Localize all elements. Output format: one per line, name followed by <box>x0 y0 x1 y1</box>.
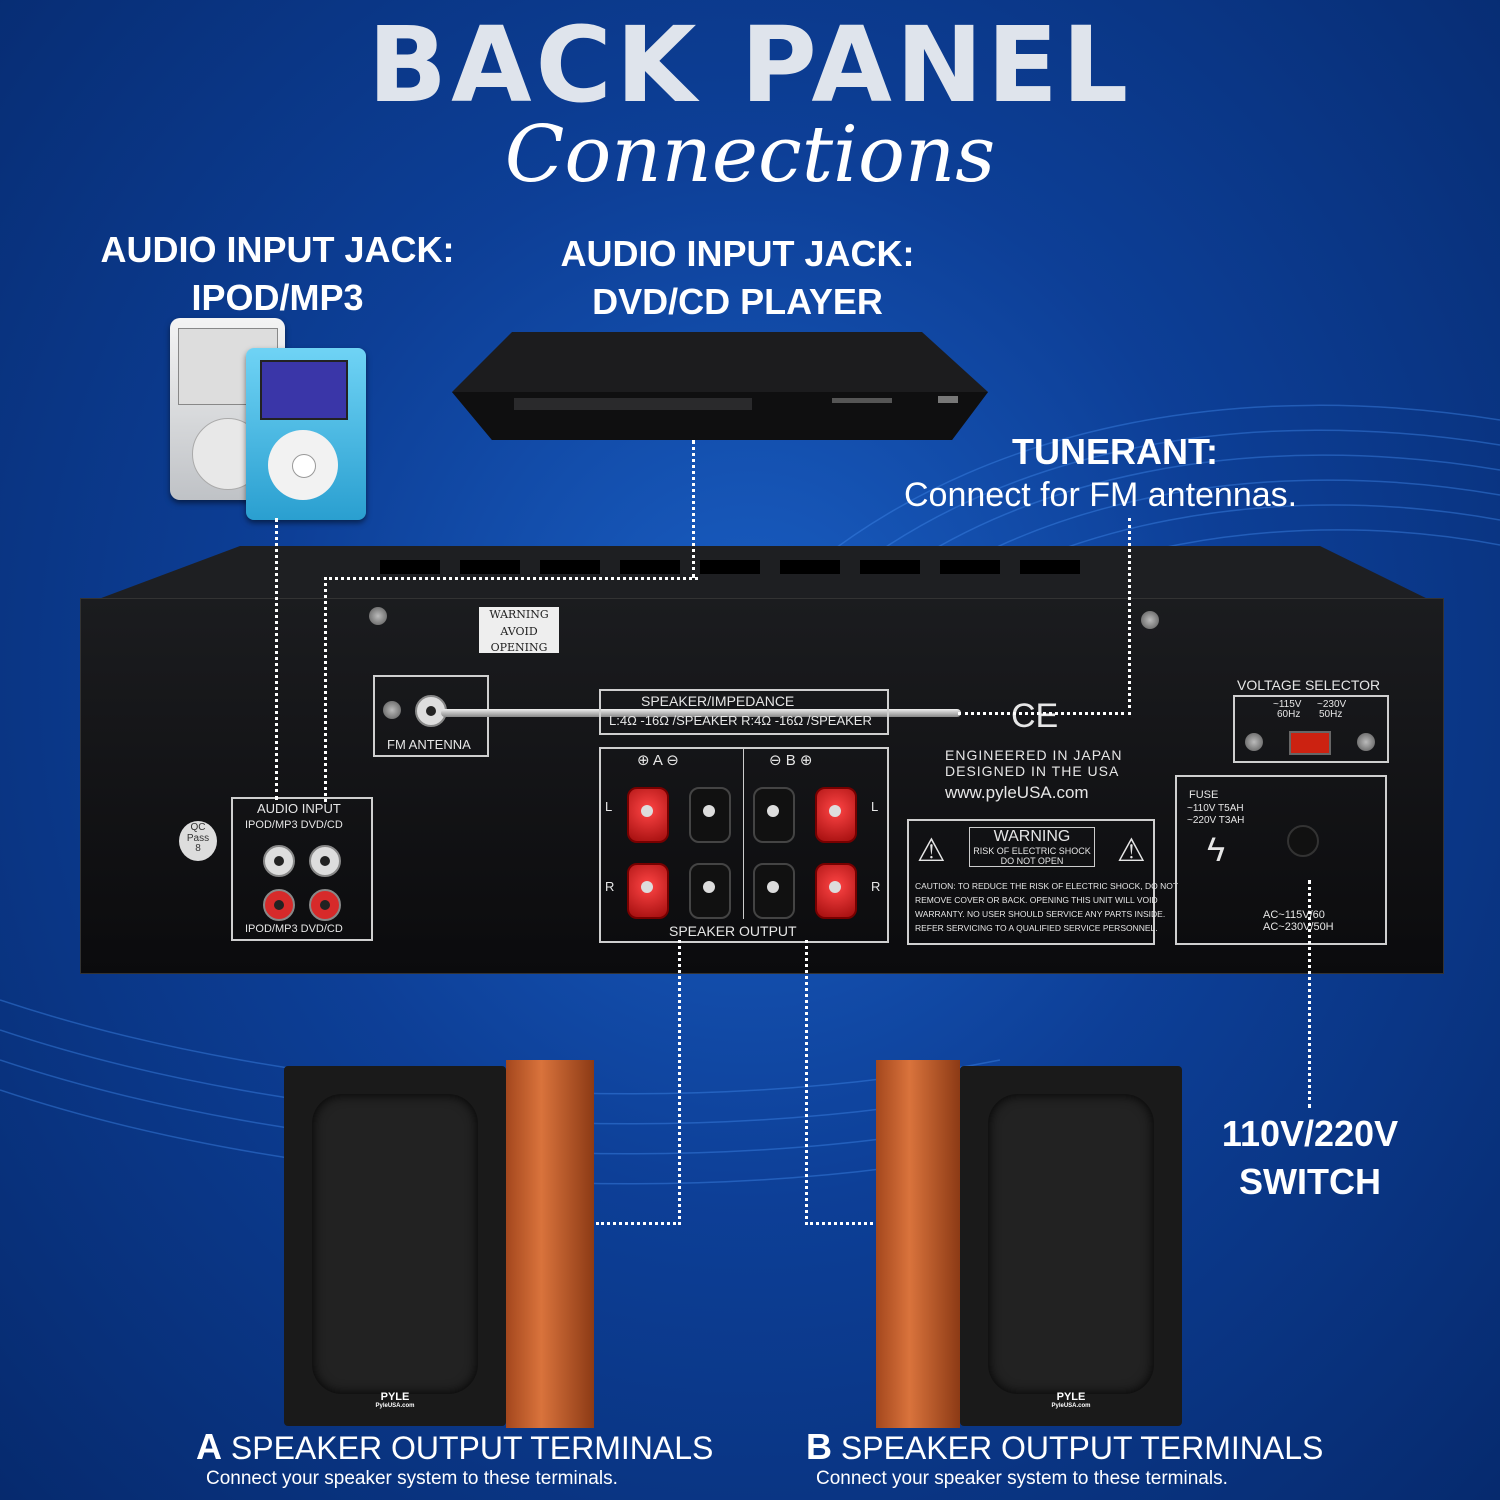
amplifier-top-vents <box>80 546 1442 606</box>
dvd-input-right[interactable] <box>309 889 341 921</box>
speaker-output-box: ⊕ A ⊖ ⊖ B ⊕ L R L R SPEAKER OUTPUT <box>599 747 889 943</box>
speaker-a: PYLE PyleUSA.com <box>284 1060 594 1428</box>
dvd-player-device <box>452 332 988 440</box>
voltage-selector-label: VOLTAGE SELECTOR <box>1237 677 1381 693</box>
dvd-jack-callout: AUDIO INPUT JACK: DVD/CD PLAYER <box>540 230 935 325</box>
speaker-b-title: B SPEAKER OUTPUT TERMINALS <box>806 1426 1324 1467</box>
voltage-switch-line2: SWITCH <box>1239 1160 1381 1202</box>
dvd-input-left[interactable] <box>309 845 341 877</box>
page-subtitle: Connections <box>504 110 996 200</box>
terminal-b-left-neg[interactable] <box>753 787 795 843</box>
warning-sticker: WARNING AVOID OPENING <box>479 607 559 654</box>
warning-triangle-icon: ⚠ <box>917 832 946 868</box>
exclamation-triangle-icon: ⚠ <box>1117 832 1146 868</box>
connector-ipod <box>275 518 278 800</box>
page-title: BACK PANEL <box>367 4 1133 126</box>
channel-b-label: ⊖ B ⊕ <box>769 752 813 769</box>
audio-input-label: AUDIO INPUT <box>257 801 341 816</box>
power-cord-socket <box>1287 825 1319 857</box>
fm-antenna-box: FM ANTENNA <box>373 675 489 757</box>
tuner-title: TUNERANT: <box>1012 431 1218 472</box>
speaker-b: PYLE PyleUSA.com <box>876 1060 1182 1428</box>
warning-box: ⚠ ⚠ WARNING RISK OF ELECTRIC SHOCK DO NO… <box>907 819 1178 945</box>
terminal-a-right-pos[interactable] <box>627 863 669 919</box>
fm-antenna-label: FM ANTENNA <box>387 737 471 752</box>
impedance-title: SPEAKER/IMPEDANCE <box>641 693 795 709</box>
voltage-selector-box: ~115V 60Hz ~230V 50Hz <box>1233 695 1389 763</box>
ipod-input-left[interactable] <box>263 845 295 877</box>
speaker-a-title: A SPEAKER OUTPUT TERMINALS <box>196 1426 714 1467</box>
channel-a-label: ⊕ A ⊖ <box>637 752 679 769</box>
connector-dvd <box>324 577 698 802</box>
ipod-jack-callout: AUDIO INPUT JACK: IPOD/MP3 <box>80 226 475 321</box>
impedance-values: L:4Ω -16Ω /SPEAKER R:4Ω -16Ω /SPEAKER <box>609 713 872 728</box>
dvd-jack-line2: DVD/CD PLAYER <box>592 280 883 322</box>
speaker-b-desc: Connect your speaker system to these ter… <box>816 1468 1228 1489</box>
terminal-b-right-neg[interactable] <box>753 863 795 919</box>
connector-speaker-a <box>596 940 681 1225</box>
speaker-output-label: SPEAKER OUTPUT <box>669 923 797 939</box>
impedance-box: SPEAKER/IMPEDANCE L:4Ω -16Ω /SPEAKER R:4… <box>599 689 889 735</box>
speaker-a-desc: Connect your speaker system to these ter… <box>206 1468 618 1489</box>
ipod-jack-line1: AUDIO INPUT JACK: <box>100 229 455 270</box>
ipod-jack-line2: IPOD/MP3 <box>191 276 364 318</box>
speaker-b-logo: PYLE PyleUSA.com <box>1051 1391 1091 1410</box>
audio-input-box: AUDIO INPUT IPOD/MP3 DVD/CD IPOD/MP3 DVD… <box>231 797 373 941</box>
ipod-input-right[interactable] <box>263 889 295 921</box>
voltage-switch-line1: 110V/220V <box>1221 1113 1399 1154</box>
mp3-player-device <box>246 348 366 520</box>
speaker-a-logo: PYLE PyleUSA.com <box>375 1391 415 1410</box>
terminal-a-left-pos[interactable] <box>627 787 669 843</box>
connector-voltage <box>1308 880 1311 1108</box>
connector-speaker-b <box>805 940 890 1225</box>
power-box: FUSE ~110V T5AH ~220V T3AH ϟ AC~115V/60 … <box>1175 775 1387 945</box>
connector-tuner <box>958 518 1131 715</box>
lightning-icon: ϟ <box>1207 831 1225 869</box>
dvd-jack-line1: AUDIO INPUT JACK: <box>560 233 915 274</box>
warning-title: WARNING <box>993 828 1071 845</box>
terminal-b-right-pos[interactable] <box>815 863 857 919</box>
voltage-switch[interactable] <box>1289 731 1331 755</box>
terminal-a-right-neg[interactable] <box>689 863 731 919</box>
terminal-a-left-neg[interactable] <box>689 787 731 843</box>
terminal-b-left-pos[interactable] <box>815 787 857 843</box>
ce-mark: CE <box>1011 697 1059 735</box>
connector-dvd-top <box>692 440 695 578</box>
qc-pass-sticker: QC Pass 8 <box>179 821 217 861</box>
fm-antenna-rod <box>441 709 961 717</box>
voltage-switch-callout: 110V/220V SWITCH <box>1190 1110 1430 1205</box>
website-label: www.pyleUSA.com <box>945 783 1089 802</box>
tuner-desc: Connect for FM antennas. <box>904 476 1298 514</box>
amplifier-back-panel: WARNING AVOID OPENING FM ANTENNA SPEAKER… <box>80 598 1444 974</box>
